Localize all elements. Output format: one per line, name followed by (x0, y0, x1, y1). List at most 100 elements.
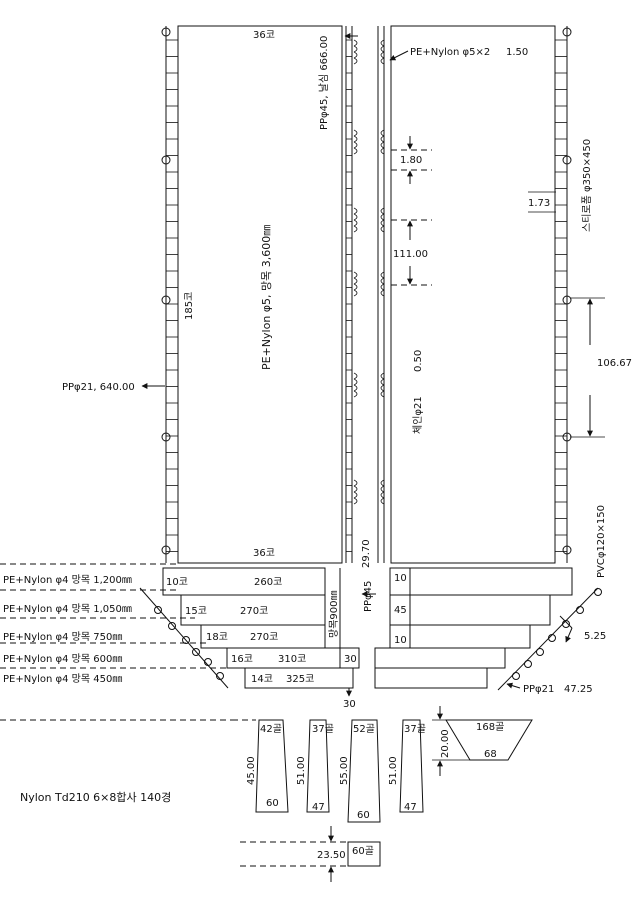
float-marker (353, 219, 358, 227)
val-47-25: 47.25 (564, 684, 593, 695)
float-marker (380, 147, 385, 155)
right-net-panel: PE+Nylon φ5×2 1.50 1.80 1.73 111.00 106.… (353, 25, 632, 568)
float-marker (353, 57, 358, 65)
float-marker (380, 289, 385, 297)
wing-row-1-b: 260코 (254, 577, 282, 588)
float-marker (380, 135, 385, 143)
right-rope-rings (562, 27, 572, 555)
p4-top: 37골 (404, 723, 426, 735)
float-markers (353, 39, 385, 505)
wing-row-3-label: PE+Nylon φ4 망목 750㎜ (3, 631, 122, 643)
float-marker (380, 45, 385, 53)
wing-row-2-a: 15코 (185, 606, 207, 617)
p2-bottom: 47 (312, 802, 325, 813)
right-val-2: 45 (394, 605, 407, 616)
float-marker (353, 207, 358, 215)
left-rope-ticks (166, 39, 178, 552)
val-5-25: 5.25 (584, 631, 606, 642)
float-marker (353, 384, 358, 392)
float-marker (353, 479, 358, 487)
trap-top: 168골 (476, 721, 504, 733)
float-marker (353, 213, 358, 221)
chain-value: 0.50 (413, 350, 424, 372)
chain-label: 체인φ21 (412, 396, 424, 434)
float-marker (353, 485, 358, 493)
p3-bottom: 60 (357, 810, 370, 821)
box-height: 23.50 (317, 850, 346, 861)
p3-top: 52골 (353, 723, 375, 735)
pp21-label: PPφ21 (523, 684, 554, 695)
lead-rope-left-label: PPφ21, 640.00 (62, 382, 135, 393)
pp45-label: PPφ45 (363, 581, 374, 612)
right-val-3: 10 (394, 635, 407, 646)
dim-106-67: 106.67 (597, 358, 632, 369)
float-marker (353, 289, 358, 297)
wing-row-5-label: PE+Nylon φ4 망목 450㎜ (3, 673, 122, 685)
wing-row-1-label: PE+Nylon φ4 망목 1,200㎜ (3, 574, 132, 586)
wing-row-4-label: PE+Nylon φ4 망목 600㎜ (3, 653, 122, 665)
float-marker (353, 497, 358, 505)
float-marker (380, 390, 385, 398)
left-net-body (177, 25, 343, 564)
float-marker (380, 479, 385, 487)
float-marker (380, 378, 385, 386)
pvc-label: PVCφ120×150 (596, 505, 607, 578)
float-marker (353, 51, 358, 59)
wing-row-5-a: 14코 (251, 674, 273, 685)
dim-1-73: 1.73 (528, 198, 550, 209)
float-marker (380, 225, 385, 233)
float-marker (353, 378, 358, 386)
val-30-box: 30 (344, 654, 357, 665)
float-marker (380, 384, 385, 392)
wing-row-2-label: PE+Nylon φ4 망목 1,050㎜ (3, 603, 132, 615)
float-marker (380, 129, 385, 137)
twine-value: 1.50 (506, 47, 528, 58)
wing-row-5-b: 325코 (286, 674, 314, 685)
right-net-body (390, 25, 556, 564)
float-marker (353, 141, 358, 149)
left-rope-rings (161, 27, 171, 555)
nylon-label: Nylon Td210 6×8합사 140경 (20, 791, 171, 804)
float-marker (380, 39, 385, 47)
float-marker (353, 491, 358, 499)
float-marker (353, 39, 358, 47)
p1-bottom: 60 (266, 798, 279, 809)
float-marker (380, 497, 385, 505)
p2-height: 51.00 (296, 756, 307, 785)
left-bottom-count: 36코 (253, 548, 275, 559)
left-wing-rings (154, 606, 224, 680)
float-marker (353, 390, 358, 398)
piece-1 (255, 719, 289, 813)
val-30-below: 30 (343, 699, 356, 710)
trap-bottom: 68 (484, 749, 497, 760)
float-label: 스티로폼 φ350×450 (581, 139, 593, 232)
float-marker (353, 45, 358, 53)
p2-top: 37골 (312, 723, 334, 735)
float-marker (380, 491, 385, 499)
float-marker (380, 207, 385, 215)
float-marker (380, 141, 385, 149)
left-top-count: 36코 (253, 30, 275, 41)
float-marker (380, 219, 385, 227)
right-wing-rings (512, 588, 602, 680)
bottom-box (347, 841, 381, 867)
p4-height: 51.00 (388, 756, 399, 785)
p1-top: 42골 (260, 723, 282, 735)
trap-height: 20.00 (440, 729, 451, 758)
left-side-count: 185코 (184, 292, 195, 320)
float-marker (353, 271, 358, 279)
wing-row-3-b: 270코 (250, 632, 278, 643)
p3-height: 55.00 (339, 756, 350, 785)
wing-row-4-a: 16코 (231, 654, 253, 665)
float-marker (353, 225, 358, 233)
float-marker (353, 277, 358, 285)
left-net-panel: 36코 36코 185코 PE+Nylon φ5, 망목 3,600㎜ PPφ4… (62, 25, 353, 564)
gap-value: 29.70 (361, 539, 372, 568)
dim-1-80: 1.80 (400, 155, 422, 166)
right-val-1: 10 (394, 573, 407, 584)
mesh-vertical: 망목900㎜ (328, 591, 340, 639)
wing-section: PE+Nylon φ4 망목 1,200㎜ PE+Nylon φ4 망목 1,0… (0, 505, 607, 710)
float-marker (353, 129, 358, 137)
float-marker (380, 57, 385, 65)
bottom-section: 42골 45.00 60 37골 51.00 47 52골 55.00 60 3… (0, 706, 533, 882)
